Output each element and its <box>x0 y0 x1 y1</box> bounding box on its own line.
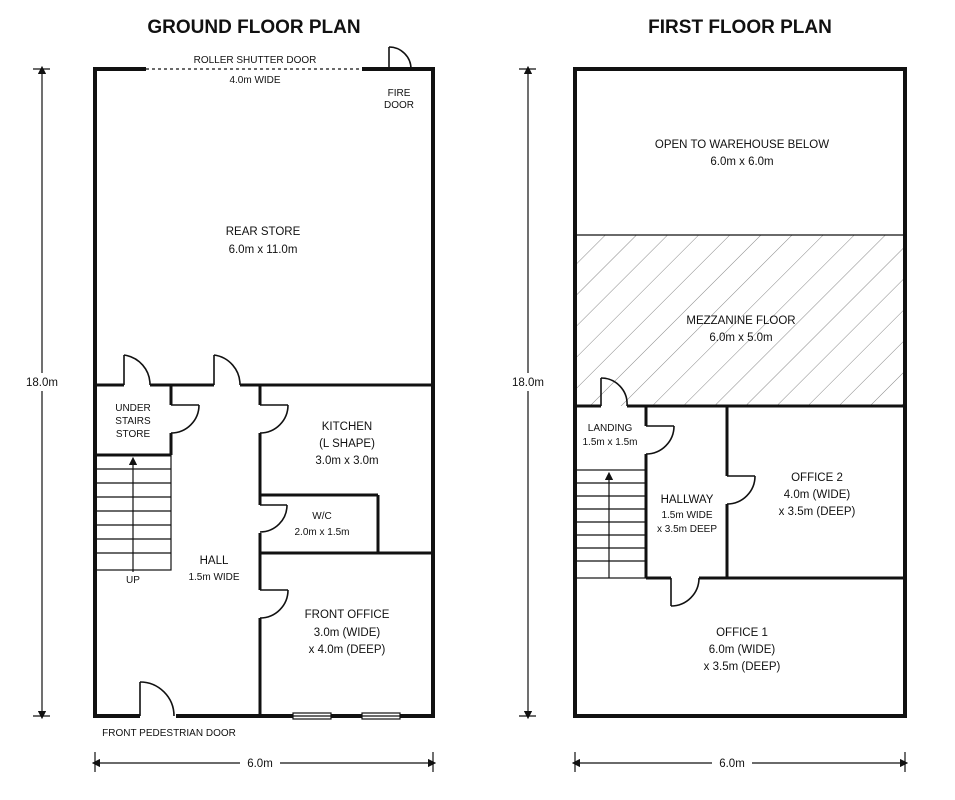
hall-size: 1.5m WIDE <box>188 572 239 583</box>
kitchen-door <box>259 404 289 434</box>
ground-floor-title: GROUND FLOOR PLAN <box>147 17 360 38</box>
under-stairs-label-3: STORE <box>116 429 151 440</box>
front-office-name: FRONT OFFICE <box>305 609 390 621</box>
rear-store-name: REAR STORE <box>226 226 301 238</box>
under-stairs-door <box>170 404 200 434</box>
office1-depth: x 3.5m (DEEP) <box>704 661 781 673</box>
office2-width: 4.0m (WIDE) <box>784 489 851 501</box>
kitchen-shape: (L SHAPE) <box>319 438 375 450</box>
first-height-dimension <box>502 65 554 720</box>
hallway-name: HALLWAY <box>661 494 714 506</box>
office2-depth: x 3.5m (DEEP) <box>779 506 856 518</box>
ground-width-label: 6.0m <box>247 758 273 770</box>
first-height-label: 18.0m <box>512 377 544 389</box>
office1-name: OFFICE 1 <box>716 627 768 639</box>
rear-store-size: 6.0m x 11.0m <box>229 244 298 256</box>
first-width-label: 6.0m <box>719 758 745 770</box>
under-stairs-label-1: UNDER <box>115 403 151 414</box>
stairs-up-label: UP <box>126 575 140 586</box>
ground-width-dimension <box>91 752 437 772</box>
first-width-dimension <box>571 752 909 772</box>
mezzanine-hatch <box>576 235 904 406</box>
office1-door <box>670 577 700 607</box>
wc-door <box>259 504 288 533</box>
office1-width: 6.0m (WIDE) <box>709 644 776 656</box>
roller-door-width: 4.0m WIDE <box>229 75 280 86</box>
hall-rear-door <box>213 354 241 386</box>
first-floor-title: FIRST FLOOR PLAN <box>648 17 832 38</box>
kitchen-name: KITCHEN <box>322 421 372 433</box>
landing-door <box>600 377 628 407</box>
front-office-depth: x 4.0m (DEEP) <box>309 644 386 656</box>
mezzanine-name: MEZZANINE FLOOR <box>686 315 795 327</box>
front-office-width: 3.0m (WIDE) <box>314 627 381 639</box>
first-floor-plan: FIRST FLOOR PLAN <box>502 17 909 772</box>
wc-size: 2.0m x 1.5m <box>294 527 349 538</box>
landing-size: 1.5m x 1.5m <box>582 437 637 448</box>
front-pedestrian-door-label: FRONT PEDESTRIAN DOOR <box>102 728 236 739</box>
hallway-width: 1.5m WIDE <box>661 510 712 521</box>
first-outer-walls <box>573 67 907 718</box>
ground-stairs <box>95 454 172 572</box>
first-stairs <box>575 469 647 579</box>
fire-door-label-1: FIRE <box>388 88 411 99</box>
roller-door-label: ROLLER SHUTTER DOOR <box>194 55 317 66</box>
office2-door <box>726 475 756 505</box>
ground-height-label: 18.0m <box>26 377 58 389</box>
front-windows <box>292 712 401 720</box>
open-warehouse-name: OPEN TO WAREHOUSE BELOW <box>655 139 829 151</box>
hall-name: HALL <box>200 555 229 567</box>
hallway-depth: x 3.5m DEEP <box>657 524 717 535</box>
fire-door <box>388 46 412 70</box>
hallway-door <box>645 425 675 455</box>
front-pedestrian-door <box>139 681 175 717</box>
ground-height-dimension <box>16 65 68 720</box>
under-stairs-rear-door <box>123 354 151 386</box>
office2-name: OFFICE 2 <box>791 472 843 484</box>
landing-name: LANDING <box>588 423 633 434</box>
front-office-door <box>259 589 289 619</box>
ground-floor-plan: GROUND FLOOR PLAN ROLLER SHUTTER DOOR 4.… <box>16 17 437 772</box>
under-stairs-label-2: STAIRS <box>115 416 151 427</box>
wc-name: W/C <box>312 511 331 522</box>
ground-outer-walls <box>93 67 435 718</box>
open-warehouse-size: 6.0m x 6.0m <box>710 156 773 168</box>
mezzanine-size: 6.0m x 5.0m <box>709 332 772 344</box>
fire-door-label-2: DOOR <box>384 100 414 111</box>
kitchen-size: 3.0m x 3.0m <box>315 455 378 467</box>
